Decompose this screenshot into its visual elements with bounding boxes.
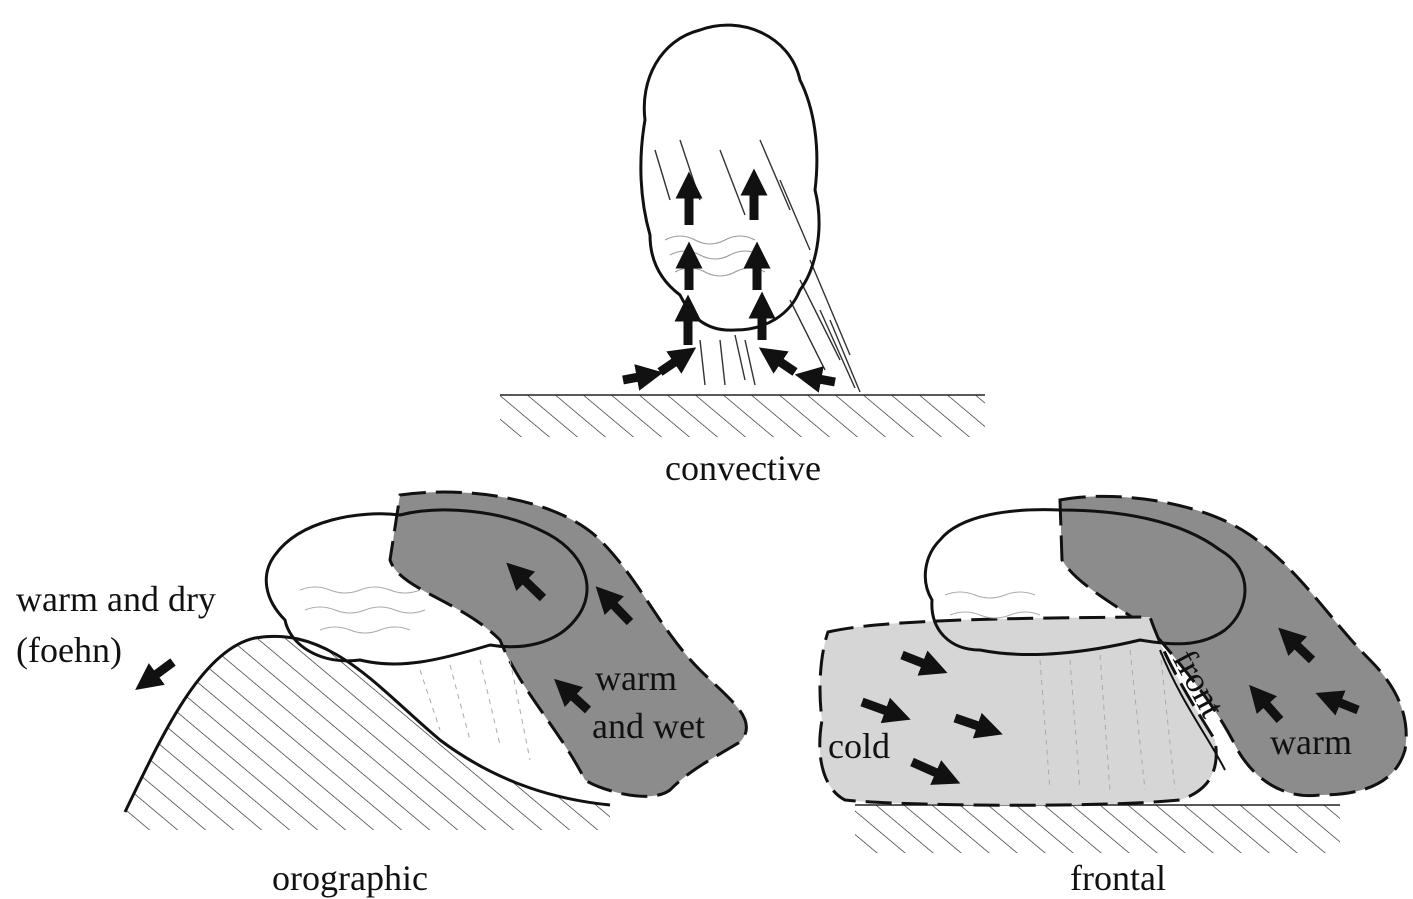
convective-cloud — [641, 25, 819, 330]
convective-panel: convective — [500, 25, 985, 488]
convective-ground — [500, 395, 985, 437]
warm-wet-label-line1: warm — [595, 658, 677, 698]
frontal-ground — [855, 805, 1340, 853]
warm-wet-label-line2: and wet — [592, 706, 705, 746]
frontal-panel: cold warm front frontal — [820, 496, 1406, 898]
foehn-label-line2: (foehn) — [16, 630, 122, 670]
frontal-caption: frontal — [1070, 858, 1166, 898]
orographic-caption: orographic — [272, 858, 428, 898]
convective-caption: convective — [665, 448, 821, 488]
warm-label: warm — [1270, 722, 1352, 762]
orographic-panel: warm and dry (foehn) warm and wet orogra… — [16, 492, 746, 898]
frontal-cloud-texture — [945, 592, 1040, 618]
cold-label: cold — [828, 726, 890, 766]
foehn-label-line1: warm and dry — [16, 579, 216, 619]
